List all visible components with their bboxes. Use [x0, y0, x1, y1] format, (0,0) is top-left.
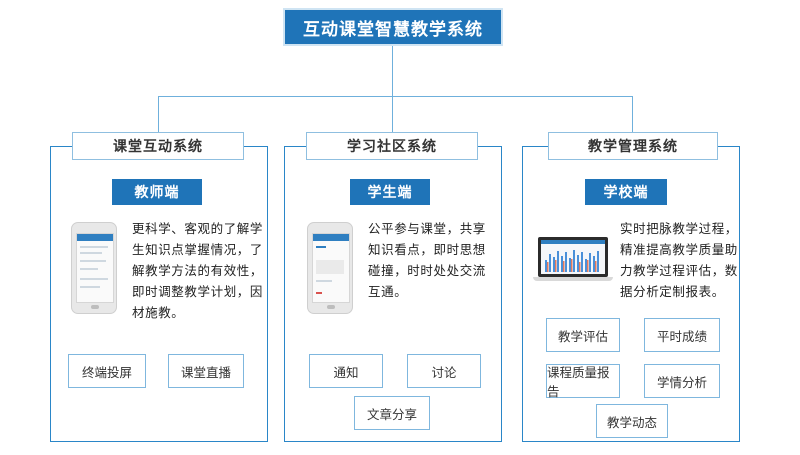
right-branch-line	[632, 96, 633, 132]
chip-screen-cast[interactable]: 终端投屏	[68, 354, 146, 388]
left-branch-line	[158, 96, 159, 132]
description-school: 实时把脉教学过程，精准提高教学质量助力教学过程评估，数据分析定制报表。	[620, 221, 738, 299]
laptop-icon	[538, 237, 608, 277]
role-badge-student: 学生端	[350, 179, 430, 205]
root-connector	[392, 46, 393, 96]
root-title: 互动课堂智慧教学系统	[283, 8, 503, 46]
chip-teaching-evaluation[interactable]: 教学评估	[546, 318, 620, 352]
chip-teaching-dynamics[interactable]: 教学动态	[596, 404, 668, 438]
section-title-learning-community: 学习社区系统	[306, 132, 478, 160]
phone-icon	[307, 222, 353, 314]
chip-course-quality-report[interactable]: 课程质量报告	[546, 364, 620, 399]
middle-branch-line	[392, 96, 393, 132]
description-student: 公平参与课堂，共享知识看点，即时思想碰撞，时时处处交流互通。	[368, 221, 486, 299]
role-badge-teacher: 教师端	[112, 179, 202, 205]
chip-article-share[interactable]: 文章分享	[354, 396, 430, 430]
description-teacher: 更科学、客观的了解学生知识点掌握情况，了解教学方法的有效性，即时调整教学计划，因…	[132, 221, 264, 320]
phone-icon	[71, 222, 117, 314]
chip-regular-grades[interactable]: 平时成绩	[644, 318, 720, 352]
section-title-teaching-management: 教学管理系统	[548, 132, 718, 160]
laptop-base	[533, 277, 613, 281]
chip-notification[interactable]: 通知	[309, 354, 383, 388]
chip-learning-analysis[interactable]: 学情分析	[644, 364, 720, 398]
section-title-classroom-interaction: 课堂互动系统	[72, 132, 244, 160]
chip-discussion[interactable]: 讨论	[407, 354, 481, 388]
role-badge-school: 学校端	[585, 179, 667, 205]
branch-connector	[158, 96, 632, 97]
chip-live-broadcast[interactable]: 课堂直播	[168, 354, 244, 388]
